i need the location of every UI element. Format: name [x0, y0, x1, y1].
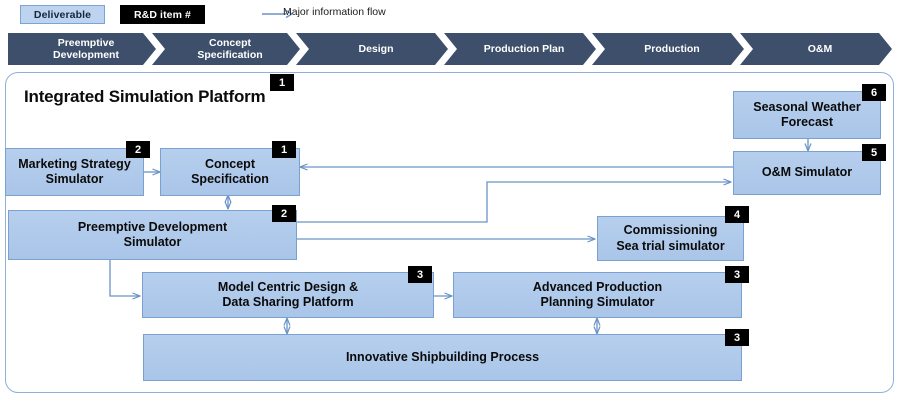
node-model-centric-design-platform[interactable]: Model Centric Design & Data Sharing Plat… — [142, 272, 434, 318]
phase-label: Production — [644, 42, 700, 55]
node-label: Marketing Strategy Simulator — [18, 156, 131, 186]
integrated-simulation-platform-container — [5, 72, 894, 393]
badge-platform: 1 — [270, 74, 294, 91]
node-advanced-production-planning-simulator[interactable]: Advanced Production Planning Simulator — [453, 272, 742, 318]
node-label: Concept Specification — [191, 156, 269, 186]
badge-marketing-strategy-simulator: 2 — [126, 141, 150, 158]
node-label: Preemptive Development Simulator — [77, 219, 228, 249]
phase-chevron-3[interactable]: Production Plan — [444, 33, 596, 65]
node-label: Seasonal Weather Forecast — [753, 99, 861, 129]
phase-label: Preemptive Development — [53, 36, 119, 61]
phase-label: Concept Specification — [197, 36, 263, 61]
node-label small: Commissioning Sea trial simulator — [616, 223, 725, 253]
phase-chevron-1[interactable]: Concept Specification — [152, 33, 300, 65]
legend-flow-label: Major information flow — [283, 6, 386, 18]
badge-advanced-production-planning-simulator: 3 — [725, 266, 749, 283]
major-information-flow-arrow-icon — [262, 9, 292, 19]
legend-deliverable-chip: Deliverable — [20, 5, 105, 24]
node-label: O&M Simulator — [761, 165, 853, 180]
node-om-simulator[interactable]: O&M Simulator — [733, 151, 881, 195]
legend-deliverable-label: Deliverable — [33, 8, 92, 21]
node-commissioning-sea-trial-simulator[interactable]: Commissioning Sea trial simulator — [597, 216, 744, 261]
node-seasonal-weather-forecast[interactable]: Seasonal Weather Forecast — [733, 91, 881, 139]
legend-rnd-item-chip: R&D item # — [120, 5, 205, 24]
phase-chevron-2[interactable]: Design — [296, 33, 448, 65]
node-label: Advanced Production Planning Simulator — [532, 279, 663, 309]
badge-om-simulator: 5 — [862, 144, 886, 161]
phase-label: Design — [358, 42, 394, 55]
node-preemptive-development-simulator[interactable]: Preemptive Development Simulator — [8, 210, 297, 260]
node-innovative-shipbuilding-process[interactable]: Innovative Shipbuilding Process — [143, 334, 742, 381]
badge-seasonal-weather-forecast: 6 — [862, 84, 886, 101]
phase-chevron-0[interactable]: Preemptive Development — [8, 33, 156, 65]
phase-label: O&M — [807, 42, 833, 55]
node-label: Model Centric Design & Data Sharing Plat… — [217, 279, 359, 309]
badge-commissioning-sea-trial-simulator: 4 — [725, 206, 749, 223]
legend-rnd-item-label: R&D item # — [133, 8, 191, 21]
badge-model-centric-design-platform: 3 — [408, 266, 432, 283]
node-label: Innovative Shipbuilding Process — [345, 349, 540, 364]
badge-innovative-shipbuilding-process: 3 — [725, 329, 749, 346]
platform-title: Integrated Simulation Platform — [24, 87, 266, 106]
phase-chevron-5[interactable]: O&M — [740, 33, 892, 65]
phase-chevron-4[interactable]: Production — [592, 33, 744, 65]
phase-label: Production Plan — [483, 42, 565, 55]
node-marketing-strategy-simulator[interactable]: Marketing Strategy Simulator — [5, 148, 144, 196]
badge-preemptive-development-simulator: 2 — [272, 205, 296, 222]
badge-concept-specification: 1 — [272, 141, 296, 158]
